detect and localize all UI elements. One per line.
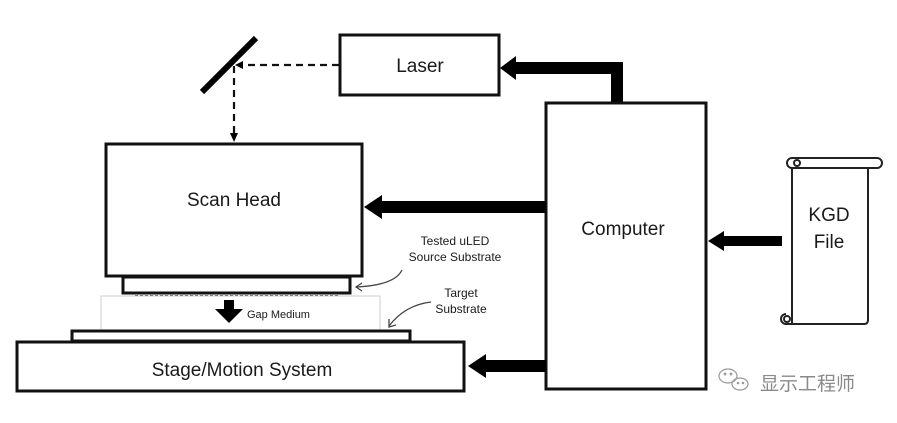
target-substrate xyxy=(70,329,412,343)
source-substrate-annotation: Tested uLED Source Substrate xyxy=(354,234,502,292)
stage-block: Stage/Motion System xyxy=(15,340,466,393)
target-substrate-label-1: Target xyxy=(444,286,478,300)
computer-to-scan-head-arrow xyxy=(364,195,546,219)
scan-head-block: Scan Head xyxy=(104,142,364,278)
source-substrate-label-1: Tested uLED xyxy=(421,234,490,248)
scan-head-label: Scan Head xyxy=(187,190,281,211)
source-substrate xyxy=(121,275,352,297)
laser-block: Laser xyxy=(338,33,501,97)
computer-to-stage-arrow xyxy=(468,354,546,378)
wechat-icon xyxy=(718,368,749,391)
kgd-to-computer-arrow xyxy=(708,231,782,251)
watermark-text: 显示工程师 xyxy=(760,373,855,395)
gap-medium-region: Gap Medium xyxy=(100,295,381,331)
stage-label: Stage/Motion System xyxy=(152,360,333,381)
computer-to-laser-arrow xyxy=(500,56,623,103)
target-substrate-label-2: Substrate xyxy=(435,302,487,316)
kgd-file-label-2: File xyxy=(814,232,845,253)
kgd-file-scroll: KGD File xyxy=(780,157,883,325)
laser-label: Laser xyxy=(396,56,444,77)
source-substrate-label-2: Source Substrate xyxy=(409,250,502,264)
target-substrate-annotation: Target Substrate xyxy=(388,286,487,328)
gap-medium-label: Gap Medium xyxy=(247,309,310,321)
computer-label: Computer xyxy=(581,219,665,240)
mirror-icon xyxy=(199,35,259,95)
watermark: 显示工程师 xyxy=(718,368,855,395)
computer-block: Computer xyxy=(544,101,708,391)
kgd-file-label-1: KGD xyxy=(808,205,849,226)
laser-beam-path xyxy=(230,61,339,142)
